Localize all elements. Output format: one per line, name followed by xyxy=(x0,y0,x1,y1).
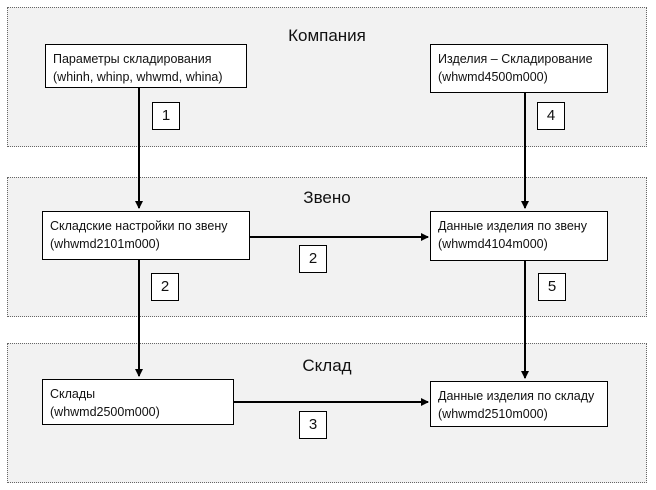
tier-settings-line1: Складские настройки по звену xyxy=(50,219,228,233)
item-storage-box: Изделия – Складирование (whwmd4500m000) xyxy=(430,44,608,93)
warehouses-line2: (whwmd2500m000) xyxy=(50,405,160,419)
warehouses-box: Склады (whwmd2500m000) xyxy=(42,379,234,425)
tier-item-data-line1: Данные изделия по звену xyxy=(438,219,587,233)
tier-item-data-box: Данные изделия по звену (whwmd4104m000) xyxy=(430,211,608,261)
tier-settings-line2: (whwmd2101m000) xyxy=(50,237,160,251)
storage-parameters-box: Параметры складирования (whinh, whinp, w… xyxy=(45,44,247,88)
tier-settings-box: Складские настройки по звену (whwmd2101m… xyxy=(42,211,250,260)
step-number-3: 3 xyxy=(299,411,327,439)
warehouse-item-data-box: Данные изделия по складу (whwmd2510m000) xyxy=(430,381,608,427)
storage-parameters-line1: Параметры складирования xyxy=(53,52,212,66)
step-number-4: 4 xyxy=(537,102,565,130)
company-panel-title: Компания xyxy=(288,26,366,45)
step-number-1: 1 xyxy=(152,102,180,130)
tier-item-data-line2: (whwmd4104m000) xyxy=(438,237,548,251)
step-number-2-vertical: 2 xyxy=(151,273,179,301)
step-number-5: 5 xyxy=(538,273,566,301)
item-storage-line1: Изделия – Складирование xyxy=(438,52,593,66)
warehouse-item-data-line2: (whwmd2510m000) xyxy=(438,407,548,421)
warehouse-panel-title: Склад xyxy=(302,356,352,375)
tier-panel-title: Звено xyxy=(303,188,351,207)
warehouse-item-data-line1: Данные изделия по складу xyxy=(438,389,595,403)
warehouses-line1: Склады xyxy=(50,387,96,401)
item-storage-line2: (whwmd4500m000) xyxy=(438,70,548,84)
step-number-2-horizontal: 2 xyxy=(299,245,327,273)
storage-parameters-line2: (whinh, whinp, whwmd, whina) xyxy=(53,70,223,84)
